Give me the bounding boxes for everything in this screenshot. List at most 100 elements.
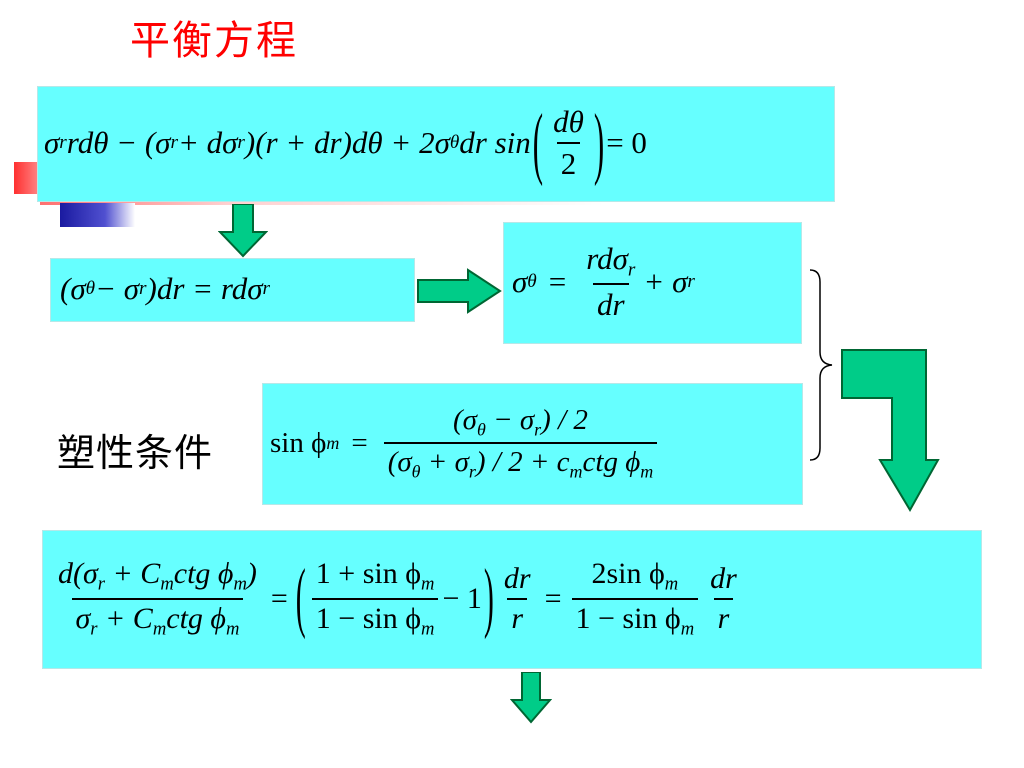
- eq1-fraction-denominator: 2: [556, 142, 581, 182]
- eq5-text: 2sin ϕ: [591, 557, 665, 590]
- slide-title: 平衡方程: [130, 18, 298, 64]
- eq4-text: ctg ϕ: [582, 446, 641, 478]
- eq5-sub: m: [680, 618, 695, 639]
- eq3-sub: θ: [527, 271, 537, 292]
- eq4-sub: m: [640, 461, 654, 482]
- eq4-equals: =: [351, 426, 368, 459]
- hoop-stress-box: [503, 222, 802, 344]
- eq5-f4-denominator: 1 − sin ϕm: [571, 597, 699, 641]
- eq1-sub: r: [237, 132, 245, 153]
- eq1-text: )(r + dr)dθ + 2σ: [244, 125, 450, 160]
- eq1-sub: r: [59, 132, 67, 153]
- differential-equation-box: [42, 530, 982, 669]
- arrow-down-icon: [510, 672, 552, 724]
- eq5-text: + C: [105, 557, 161, 590]
- eq4-fraction: (σθ − σr) / 2 (σθ + σr) / 2 + cmctg ϕm: [383, 404, 658, 483]
- eq4-sub: r: [534, 419, 542, 439]
- eq3-num-text: rdσ: [586, 240, 628, 276]
- eq4-sub: θ: [411, 461, 421, 482]
- eq5-f5-denominator: r: [713, 597, 734, 636]
- eq5-sub: m: [664, 573, 679, 595]
- eq4-denominator: (σθ + σr) / 2 + cmctg ϕm: [383, 442, 658, 482]
- left-paren: (: [295, 554, 306, 641]
- eq1-text: dr sin: [459, 125, 531, 160]
- eq1-sigma: σ: [44, 125, 60, 160]
- eq3-text: + σ: [643, 264, 688, 299]
- eq1-sigma: σ: [155, 125, 171, 160]
- left-paren: (: [532, 96, 544, 188]
- eq5-sub: m: [421, 618, 435, 639]
- eq5-equals: =: [544, 581, 562, 615]
- stress-relation-box: [50, 258, 415, 322]
- eq5-f5-numerator: dr: [710, 561, 737, 595]
- eq4-sub: r: [468, 461, 476, 482]
- eq1-fraction-numerator: dθ: [553, 104, 584, 139]
- eq1-sub: θ: [449, 132, 460, 153]
- eq2-text: )dr = rdσ: [146, 271, 263, 306]
- eq5-text: 1 + sin ϕ: [315, 557, 422, 590]
- eq1-equals-zero: = 0: [606, 125, 647, 160]
- eq4-text: (σ: [453, 403, 477, 436]
- eq5-f4-numerator: 2sin ϕm: [587, 557, 682, 598]
- eq4-text: ) / 2: [541, 403, 588, 436]
- eq2-sub: r: [262, 278, 271, 299]
- eq4-text: sin ϕ: [270, 426, 327, 459]
- eq5-sub: m: [160, 573, 174, 595]
- eq4-text: ) / 2 + c: [475, 446, 570, 478]
- eq5-text: 1 − sin ϕ: [575, 601, 681, 635]
- eq5-sub: m: [233, 573, 247, 595]
- decor-blue-block: [60, 203, 135, 227]
- bent-arrow-icon: [841, 349, 940, 512]
- eq4-sub: θ: [476, 419, 486, 439]
- eq5-text: + C: [97, 601, 153, 635]
- eq5-fraction-4: 2sin ϕm 1 − sin ϕm: [571, 557, 699, 641]
- eq1-text: rdθ − (: [66, 125, 156, 160]
- eq4-sub: m: [326, 432, 340, 453]
- eq5-text: ctg ϕ: [173, 557, 234, 590]
- arrow-right-icon: [417, 268, 502, 314]
- eq5-sub: r: [97, 573, 106, 595]
- eq3-sub: r: [627, 259, 636, 281]
- eq4-text: + σ: [420, 446, 469, 478]
- eq2-sub: r: [139, 278, 147, 299]
- differential-equation: d(σr + Cmctg ϕm) σr + Cmctg ϕm = ( 1 + s…: [50, 530, 745, 667]
- curly-brace-icon: [809, 269, 833, 461]
- eq5-sub: m: [225, 618, 240, 639]
- eq5-f2-numerator: 1 + sin ϕm: [312, 557, 439, 598]
- eq5-f1-denominator: σr + Cmctg ϕm: [71, 597, 244, 641]
- eq4-numerator: (σθ − σr) / 2: [449, 404, 592, 442]
- eq2-text: (σ: [60, 271, 86, 306]
- eq1-sub: r: [170, 132, 178, 153]
- eq3-numerator: rdσr: [582, 241, 639, 284]
- eq5-sub: r: [90, 618, 98, 639]
- eq3-sub: r: [687, 271, 695, 292]
- eq5-sub: m: [152, 618, 167, 639]
- eq5-text: ctg ϕ: [166, 601, 226, 635]
- eq5-fraction-5: dr r: [706, 562, 741, 636]
- eq4-text: − σ: [485, 403, 535, 436]
- equilibrium-equation-box: [37, 86, 835, 202]
- arrow-down-icon: [218, 204, 268, 258]
- eq2-sub: θ: [85, 278, 96, 299]
- eq3-denominator: dr: [593, 283, 629, 323]
- eq3-equals: =: [548, 264, 567, 299]
- eq5-fraction-1: d(σr + Cmctg ϕm) σr + Cmctg ϕm: [54, 557, 261, 640]
- eq5-text: 1 − sin ϕ: [315, 601, 422, 635]
- eq3-text: σ: [512, 264, 528, 299]
- eq5-f1-numerator: d(σr + Cmctg ϕm): [54, 557, 261, 598]
- eq1-fraction: dθ 2: [549, 104, 588, 182]
- eq5-fraction-3: dr r: [500, 562, 535, 636]
- eq5-text: ): [246, 557, 257, 590]
- eq3-fraction: rdσr dr: [582, 241, 639, 324]
- eq5-f3-numerator: dr: [503, 561, 531, 595]
- right-paren: ): [593, 96, 605, 188]
- eq5-text: d(σ: [58, 557, 98, 590]
- eq5-fraction-2: 1 + sin ϕm 1 − sin ϕm: [311, 557, 439, 640]
- eq5-text: σ: [75, 601, 91, 635]
- right-paren: ): [483, 554, 494, 641]
- eq1-text: + dσ: [177, 125, 238, 160]
